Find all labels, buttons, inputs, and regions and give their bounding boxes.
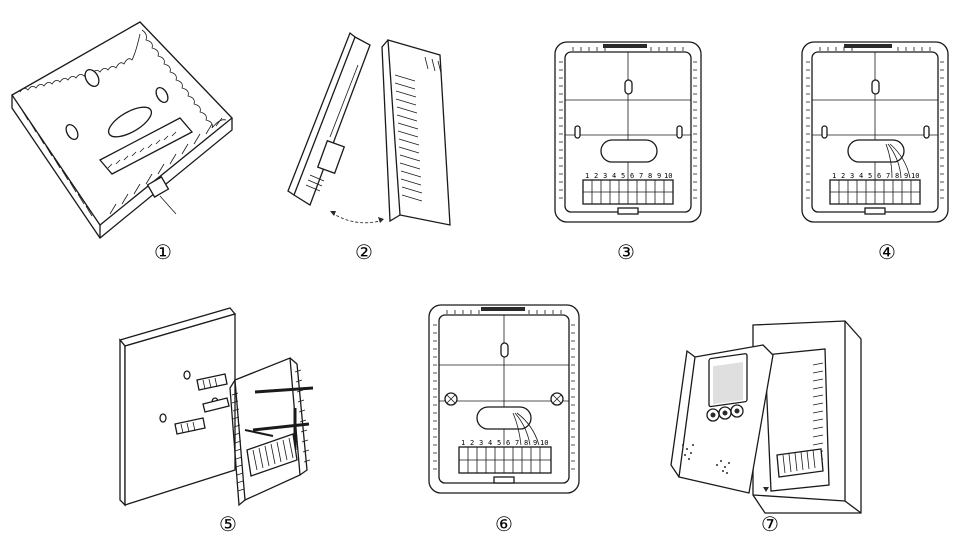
- svg-text:3: 3: [479, 439, 483, 447]
- attach-front-panel-drawing: [670, 320, 862, 514]
- svg-text:8: 8: [648, 172, 652, 180]
- svg-text:5: 5: [497, 439, 501, 447]
- rear-housing-iso-drawing: [11, 21, 233, 239]
- svg-text:6: 6: [506, 439, 510, 447]
- step-5-illustration: [115, 300, 330, 510]
- svg-text:7: 7: [639, 172, 643, 180]
- svg-text:9: 9: [533, 439, 537, 447]
- step-7-illustration: [665, 315, 865, 515]
- step-6-illustration: 1 2 3 4 5 6 7 8 9 10: [427, 303, 582, 498]
- svg-text:7: 7: [515, 439, 519, 447]
- step-1-label: ①: [154, 240, 172, 264]
- svg-text:8: 8: [524, 439, 528, 447]
- edge-vents: [559, 47, 697, 199]
- svg-text:3: 3: [850, 172, 854, 180]
- housing-vents: [231, 369, 311, 492]
- svg-text:9: 9: [657, 172, 661, 180]
- rear-vents: [394, 56, 442, 202]
- mounted-back-plate-drawing: 1 2 3 4 5 6 7 8 9 10: [428, 304, 580, 494]
- mounting-screws: [444, 392, 564, 406]
- svg-text:5: 5: [621, 172, 625, 180]
- wires: [885, 143, 911, 179]
- svg-text:6: 6: [877, 172, 881, 180]
- svg-text:1: 1: [585, 172, 589, 180]
- step-7-label: ⑦: [761, 512, 779, 536]
- svg-text:4: 4: [488, 439, 492, 447]
- wall-mount-drawing: [118, 307, 314, 507]
- terminal-numbers: 1 2 3 4 5 6 7 8 9 10: [585, 172, 672, 180]
- back-plate-drawing: 1 2 3 4 5 6 7 8 9 10: [554, 41, 702, 223]
- wall-anchors: [174, 373, 230, 435]
- display-screen: [708, 353, 748, 408]
- step-2-illustration: [270, 25, 470, 240]
- svg-text:10: 10: [664, 172, 672, 180]
- step-3-illustration: 1 2 3 4 5 6 7 8 9 10: [553, 40, 703, 230]
- svg-text:4: 4: [859, 172, 863, 180]
- step-6-label: ⑥: [495, 512, 513, 536]
- svg-text:10: 10: [540, 439, 548, 447]
- svg-text:7: 7: [886, 172, 890, 180]
- svg-text:4: 4: [612, 172, 616, 180]
- svg-text:2: 2: [841, 172, 845, 180]
- svg-text:3: 3: [603, 172, 607, 180]
- back-plate-wired-drawing: 1 2 3 4 5 6 7 8 9 10: [801, 41, 949, 223]
- terminal-slots: [583, 180, 673, 204]
- svg-text:10: 10: [911, 172, 919, 180]
- step-3-label: ③: [617, 240, 635, 264]
- svg-text:8: 8: [895, 172, 899, 180]
- svg-text:5: 5: [868, 172, 872, 180]
- side-vents: [21, 109, 223, 217]
- svg-text:1: 1: [832, 172, 836, 180]
- wires: [512, 412, 540, 446]
- step-4-label: ④: [878, 240, 896, 264]
- svg-text:6: 6: [630, 172, 634, 180]
- speaker-grille: [682, 444, 730, 474]
- step-2-label: ②: [355, 240, 373, 264]
- front-buttons: [706, 404, 744, 422]
- svg-text:2: 2: [470, 439, 474, 447]
- step-5-label: ⑤: [219, 512, 237, 536]
- step-4-illustration: 1 2 3 4 5 6 7 8 9 10: [800, 40, 950, 230]
- separate-housing-drawing: [287, 31, 451, 226]
- svg-text:2: 2: [594, 172, 598, 180]
- svg-text:1: 1: [461, 439, 465, 447]
- svg-text:9: 9: [904, 172, 908, 180]
- step-1-illustration: [0, 0, 240, 240]
